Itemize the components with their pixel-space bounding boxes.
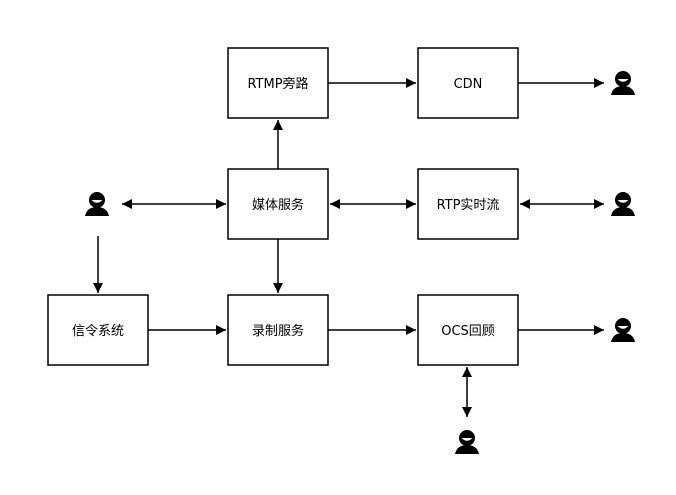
node-signaling-label: 信令系统 xyxy=(72,324,124,339)
user-icon xyxy=(85,192,109,216)
node-recording-label: 录制服务 xyxy=(252,323,304,339)
node-cdn: CDN xyxy=(417,47,519,119)
node-rtmp-bypass-label: RTMP旁路 xyxy=(247,76,308,92)
user-icon xyxy=(611,71,635,95)
node-media-service-label: 媒体服务 xyxy=(252,197,304,213)
node-ocs-playback-label: OCS回顾 xyxy=(441,324,495,339)
node-recording: 录制服务 xyxy=(227,294,329,366)
user-icon xyxy=(611,318,635,342)
node-cdn-label: CDN xyxy=(454,77,483,92)
node-ocs-playback: OCS回顾 xyxy=(417,294,519,366)
user-icon xyxy=(611,192,635,216)
node-rtp-stream-label: RTP实时流 xyxy=(437,198,500,213)
node-rtmp-bypass: RTMP旁路 xyxy=(227,47,329,119)
user-icon xyxy=(455,430,479,454)
node-media-service: 媒体服务 xyxy=(227,168,329,240)
node-signaling: 信令系统 xyxy=(47,294,149,366)
node-rtp-stream: RTP实时流 xyxy=(417,168,519,240)
